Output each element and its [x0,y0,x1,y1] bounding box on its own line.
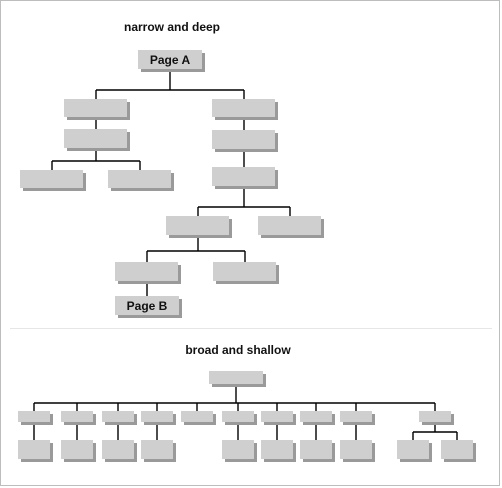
node-right-5a [115,262,181,284]
broad-level1-9-box [340,411,372,422]
broad-level1-9 [340,411,375,425]
broad-leaf-10b-box [441,440,473,459]
node-right-4a-box [166,216,229,235]
broad-level1-1 [18,411,53,425]
broad-level1-7-box [261,411,293,422]
node-right-1-box [212,99,275,117]
broad-level1-2 [61,411,96,425]
node-right-4b-box [258,216,321,235]
node-left-leaf-2 [108,170,174,191]
broad-level1-10 [419,411,454,425]
broad-leaf-8-box [300,440,332,459]
broad-level1-3-box [102,411,134,422]
node-left-2-box [64,129,127,148]
broad-leaf-3 [102,440,137,462]
broad-leaf-4-box [141,440,173,459]
node-left-2 [64,129,130,151]
node-right-5a-box [115,262,178,281]
broad-level1-5 [181,411,216,425]
broad-and-shallow-title: broad and shallow [185,343,291,357]
broad-leaf-1-box [18,440,50,459]
broad-leaf-3-box [102,440,134,459]
node-right-3 [212,167,278,189]
node-right-3-box [212,167,275,186]
broad-leaf-8 [300,440,335,462]
broad-level1-3 [102,411,137,425]
node-right-4b [258,216,324,238]
node-left-1-box [64,99,127,117]
broad-leaf-2-box [61,440,93,459]
node-page-b-box [115,296,179,315]
broad-level1-8-box [300,411,332,422]
broad-level1-1-box [18,411,50,422]
broad-level1-5-box [181,411,213,422]
node-right-4a [166,216,232,238]
narrow-connectors [51,69,291,296]
broad-leaf-7-box [261,440,293,459]
node-page-b-label: Page B [127,299,168,313]
section-divider [10,328,492,329]
narrow-and-deep-tree: Page A Page B [20,50,324,318]
node-page-b: Page B [115,296,182,318]
broad-leaf-9-box [340,440,372,459]
node-page-a-label: Page A [150,53,191,67]
broad-level1-6 [222,411,257,425]
broad-leaf-4 [141,440,176,462]
node-left-leaf-2-box [108,170,171,188]
broad-leaf-1 [18,440,53,462]
broad-level1-7 [261,411,296,425]
node-right-5b-box [213,262,276,281]
node-right-2-box [212,130,275,149]
broad-level1-4 [141,411,176,425]
broad-leaf-10b [441,440,476,462]
broad-leaf-2 [61,440,96,462]
node-right-5b [213,262,279,284]
broad-level1-2-box [61,411,93,422]
narrow-and-deep-title: narrow and deep [124,20,220,34]
broad-level1-10-box [419,411,451,422]
node-right-2 [212,130,278,152]
broad-leaf-10a [397,440,432,462]
broad-root [209,371,266,387]
broad-and-shallow-tree [18,371,476,462]
broad-leaf-7 [261,440,296,462]
broad-level1-6-box [222,411,254,422]
broad-leaf-9 [340,440,375,462]
broad-root-box [209,371,263,384]
node-left-1 [64,99,130,120]
node-left-leaf-1-box [20,170,83,188]
broad-leaf-6-box [222,440,254,459]
broad-leaf-10a-box [397,440,429,459]
node-right-1 [212,99,278,120]
broad-level1-4-box [141,411,173,422]
node-page-a-box [138,50,202,69]
node-left-leaf-1 [20,170,86,191]
node-page-a: Page A [138,50,205,72]
broad-leaf-6 [222,440,257,462]
broad-level1-8 [300,411,335,425]
